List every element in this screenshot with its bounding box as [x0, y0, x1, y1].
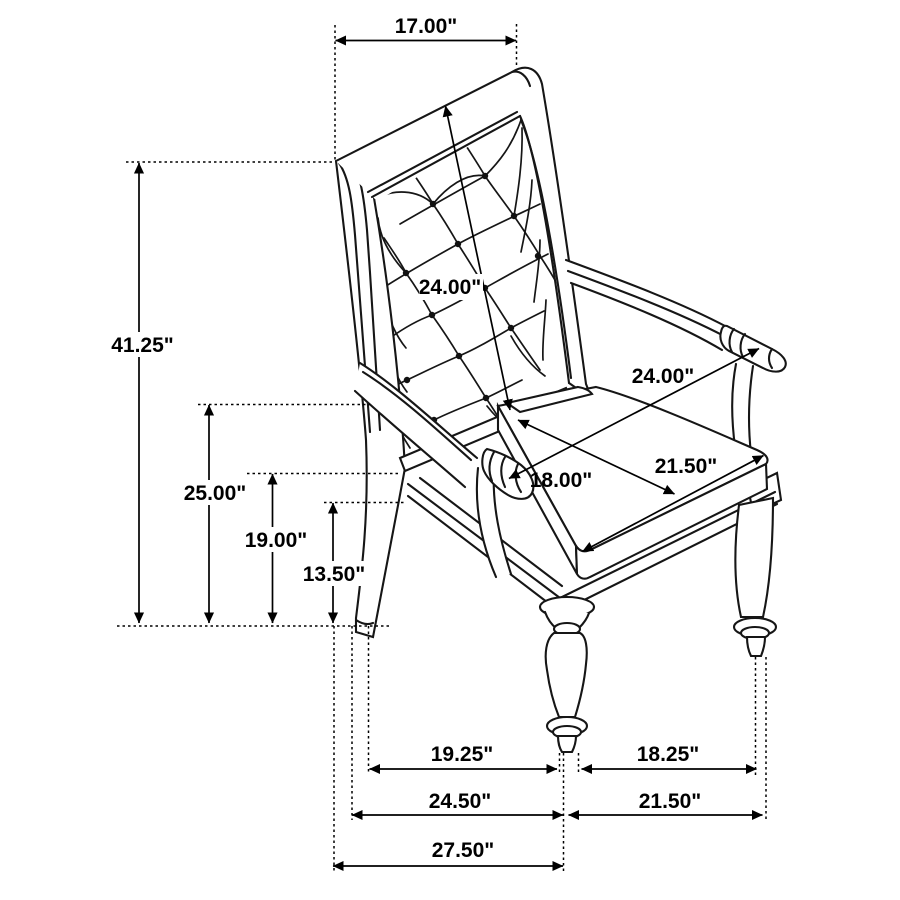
svg-text:21.50": 21.50": [655, 455, 718, 478]
svg-text:21.50": 21.50": [639, 790, 702, 813]
svg-text:19.25": 19.25": [431, 743, 494, 766]
svg-text:24.00": 24.00": [632, 365, 695, 388]
svg-text:17.00": 17.00": [395, 15, 458, 38]
svg-text:13.50": 13.50": [303, 563, 366, 586]
svg-text:18.00": 18.00": [530, 469, 593, 492]
svg-text:41.25": 41.25": [111, 334, 174, 357]
svg-text:25.00": 25.00": [184, 482, 247, 505]
svg-text:18.25": 18.25": [637, 743, 700, 766]
svg-text:27.50": 27.50": [432, 839, 495, 862]
svg-text:24.50": 24.50": [429, 790, 492, 813]
svg-text:24.00": 24.00": [419, 276, 482, 299]
svg-text:19.00": 19.00": [245, 529, 308, 552]
